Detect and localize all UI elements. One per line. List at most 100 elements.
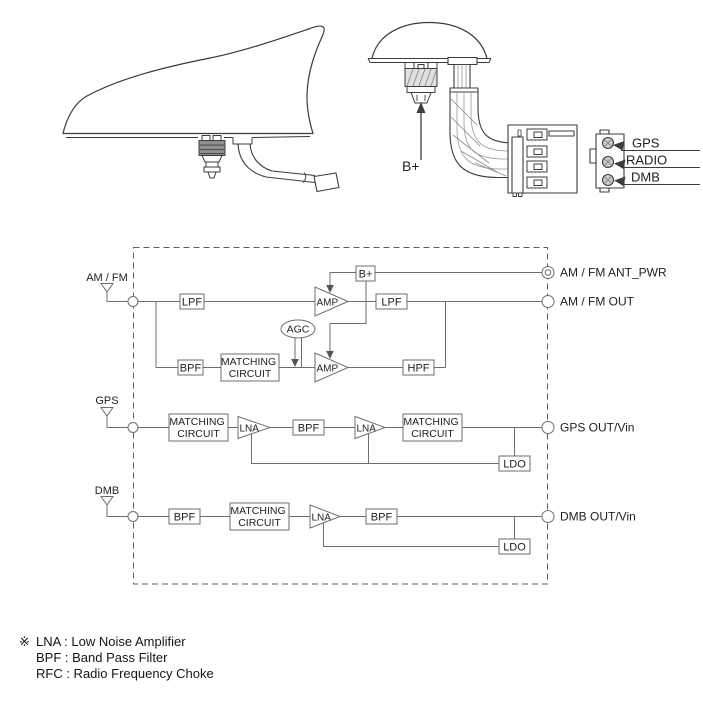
fin-bolt (198, 135, 226, 179)
gps-input-node (127, 422, 139, 433)
antenna-inputs: AM / FM GPS DMB (86, 272, 139, 522)
top-illustrations: B+ (62, 21, 700, 197)
harness-connector-block (507, 124, 578, 197)
svg-text:LNA: LNA (240, 424, 260, 435)
antenna-mast-elbow (447, 56, 513, 179)
block-lpf-out: LPF (375, 293, 408, 310)
block-lpf-in: LPF (179, 293, 205, 310)
abbreviation-legend: ※ LNA : Low Noise Amplifier BPF : Band Pa… (19, 634, 214, 682)
amp-top-triangle: AMP (314, 286, 350, 317)
svg-text:BPF: BPF (298, 423, 320, 435)
block-matching-amfm: MATCHING CIRCUIT (220, 353, 280, 382)
fin-body-outline (62, 25, 325, 135)
svg-text:AGC: AGC (287, 324, 310, 336)
svg-text:LNA: LNA (357, 424, 377, 435)
svg-text:LNA: LNA (312, 513, 332, 524)
gps-port-label: GPS (632, 136, 660, 151)
gps-antenna-icon (100, 407, 114, 417)
legend-line-2: BPF : Band Pass Filter (19, 650, 214, 666)
block-hpf: HPF (402, 359, 435, 376)
legend-item-rfc: RFC : Radio Frequency Choke (36, 666, 214, 681)
dmb-port-label: DMB (631, 170, 660, 185)
lna-gps2-triangle: LNA (354, 415, 387, 440)
radio-port-label: RADIO (626, 153, 667, 168)
svg-text:B+: B+ (359, 269, 373, 281)
bplus-to-amp2-arrow (326, 351, 334, 359)
svg-text:DMB OUT/Vin: DMB OUT/Vin (560, 510, 636, 524)
fin-cable (237, 143, 316, 184)
svg-text:LPF: LPF (381, 297, 401, 309)
dmb-antenna-icon (100, 496, 114, 506)
block-terminal-slots (526, 128, 548, 189)
legend-line-3: RFC : Radio Frequency Choke (19, 666, 214, 682)
svg-text:LDO: LDO (503, 542, 526, 554)
terminal-amfm-out: AM / FM OUT (541, 295, 635, 309)
svg-text:BPF: BPF (174, 512, 196, 524)
b-plus-arrow (416, 102, 426, 160)
gps-input-label: GPS (95, 395, 118, 407)
svg-text:AMP: AMP (317, 364, 339, 375)
block-matching-gps-out: MATCHING CIRCUIT (402, 413, 463, 442)
svg-text:MATCHING CIRCUIT: MATCHING CIRCUIT (169, 416, 227, 440)
dmb-callout: DMB (614, 170, 700, 186)
block-bplus: B+ (355, 265, 376, 282)
gps-port-circle (601, 136, 615, 150)
block-diagram: AM / FM GPS DMB LPF BPF MATCHING CIRCUIT… (86, 247, 667, 585)
block-ldo-dmb: LDO (498, 538, 531, 555)
block-matching-gps-in: MATCHING CIRCUIT (168, 413, 229, 442)
block-matching-dmb: MATCHING CIRCUIT (229, 502, 290, 531)
output-terminals: AM / FM ANT_PWR AM / FM OUT GPS OUT/Vin … (541, 266, 667, 524)
terminal-gps-out: GPS OUT/Vin (541, 421, 634, 435)
legend-item-lna: LNA : Low Noise Amplifier (36, 634, 186, 649)
module-dashed-boundary (133, 247, 548, 585)
svg-text:HPF: HPF (408, 363, 430, 375)
svg-text:MATCHING CIRCUIT: MATCHING CIRCUIT (221, 356, 279, 380)
svg-text:AM / FM OUT: AM / FM OUT (560, 295, 635, 309)
svg-text:GPS OUT/Vin: GPS OUT/Vin (560, 421, 634, 435)
lna-dmb-triangle: LNA (309, 504, 342, 529)
block-bpf-dmb-in: BPF (168, 508, 201, 525)
bplus-to-amp1-arrow (326, 285, 334, 293)
legend-line-1: ※ LNA : Low Noise Amplifier (19, 634, 214, 650)
gps-callout: GPS (613, 136, 700, 152)
amfm-input-label: AM / FM (86, 272, 128, 284)
elbow-hatch (450, 98, 507, 177)
agc-arrow (291, 359, 299, 367)
fin-cable-bracket (232, 137, 253, 145)
svg-text:MATCHING CIRCUIT: MATCHING CIRCUIT (403, 416, 461, 440)
gps-arrow (613, 141, 625, 151)
connector-port-callouts: GPS RADIO DMB (613, 136, 700, 186)
amfm-antenna-icon (100, 283, 114, 293)
b-plus-label: B+ (402, 158, 420, 174)
fin-cable-plug (313, 172, 340, 193)
block-agc: AGC (280, 319, 316, 339)
amfm-input-node (127, 296, 139, 307)
gps-wires (106, 416, 542, 464)
legend-item-bpf: BPF : Band Pass Filter (36, 650, 168, 665)
diagram-arrowheads (291, 285, 334, 367)
dmb-input-node (127, 511, 139, 522)
function-blocks: LPF BPF MATCHING CIRCUIT B+ LPF HPF AGC … (168, 265, 531, 555)
fin-base-line (66, 136, 311, 138)
diagram-wires (106, 272, 542, 547)
svg-text:BPF: BPF (180, 363, 202, 375)
svg-text:LDO: LDO (503, 459, 526, 471)
dmb-port-circle (601, 173, 615, 187)
amp-bottom-triangle: AMP (314, 352, 350, 383)
svg-text:BPF: BPF (371, 512, 393, 524)
dmb-wires (106, 505, 542, 547)
radio-callout: RADIO (614, 153, 700, 169)
amfm-wires (106, 272, 542, 368)
terminal-dmb-out: DMB OUT/Vin (541, 510, 636, 524)
terminal-antpwr: AM / FM ANT_PWR (541, 266, 667, 280)
svg-text:LPF: LPF (182, 297, 202, 309)
block-bpf-amfm: BPF (177, 359, 204, 376)
dmb-arrow (614, 176, 626, 186)
svg-text:AMP: AMP (317, 298, 339, 309)
svg-text:AM / FM ANT_PWR: AM / FM ANT_PWR (560, 266, 667, 280)
radio-port-circle (601, 155, 615, 169)
shark-fin-antenna-illustration (62, 25, 340, 193)
legend-marker: ※ (19, 634, 30, 649)
lna-gps1-triangle: LNA (237, 415, 272, 440)
